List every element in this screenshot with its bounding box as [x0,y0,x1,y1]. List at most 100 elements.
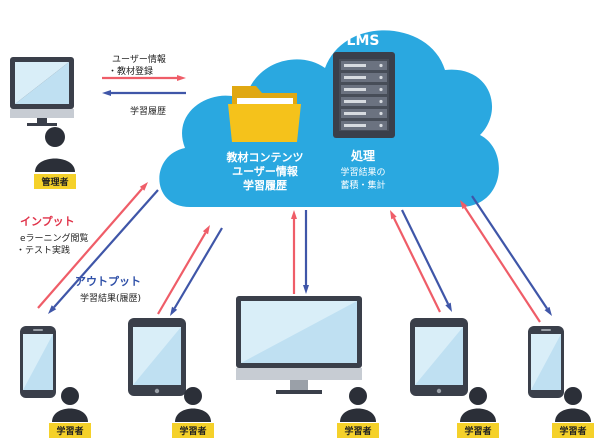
learner1-output-arrow [48,189,159,314]
folder-label-1: 教材コンテンツ [226,150,304,164]
learner4-tablet-icon-screen-shade [415,327,463,385]
server-slot-light [379,111,383,116]
learner5-phone-icon-speaker [541,329,551,331]
person-icon [184,387,202,405]
person-body [340,408,376,422]
learner3-monitor-chin [236,368,362,380]
learner1-input-arrow [37,182,148,309]
person-icon [61,387,79,405]
admin-input-arrow [102,75,186,81]
learner2-input-arrow [157,225,210,315]
learner1-phone-icon [20,326,56,398]
learner-badge-bg [337,423,379,438]
server-slot-light [379,99,383,104]
learner-badge: 学習者 [56,425,83,437]
learner-badge: 学習者 [559,425,586,437]
learner2-input-arrow-shaft [157,232,207,315]
folder-label-2: ユーザー情報 [232,164,299,178]
learner-devices [20,296,564,398]
admin-output-arrow-head [102,90,111,96]
learner-2: 学習者 [172,387,214,438]
server-slot-light [379,87,383,92]
learner4-tablet-icon [410,318,468,396]
admin-badge: 管理者 [41,176,68,188]
learner-badge-bg [457,423,499,438]
learner3-input-arrow [291,210,297,294]
admin-input-arrow-head [177,75,186,81]
server-icon [333,52,395,138]
admin-person-icon [35,127,75,172]
process-title: 処理 [350,148,375,163]
input-line-2: ・テスト実践 [16,244,70,256]
folder-label-3: 学習履歴 [243,178,287,192]
person-icon [349,387,367,405]
learner2-output-arrow [170,227,223,316]
learner5-input-arrow-shaft [464,206,541,323]
learner4-input-arrow-head [390,210,397,220]
process-line-1: 学習結果の [340,166,385,178]
server-slot-line [344,76,366,79]
learner4-output-arrow [401,209,452,312]
learner2-output-arrow-head [170,306,178,316]
learner5-input-arrow-head [460,200,468,210]
learner2-tablet-icon [128,318,186,396]
learner3-output-arrow-head [303,285,309,294]
learner-badge-bg [172,423,214,438]
learner1-output-arrow-shaft [53,189,159,308]
learner4-input-arrow [390,210,441,313]
learner5-input-arrow [460,200,541,323]
learner5-output-arrow-shaft [471,195,548,310]
learner-3: 学習者 [337,387,379,438]
person-icon [564,387,582,405]
learner5-output-arrow-head [544,306,552,316]
output-title: アウトプット [75,274,141,288]
input-title: インプット [20,214,75,228]
learner5-phone-icon [528,326,564,398]
learner1-input-arrow-shaft [37,188,143,309]
person-body [555,408,591,422]
folder-icon [228,86,301,142]
learner1-output-arrow-head [48,305,57,314]
learner-badge: 学習者 [344,425,371,437]
learner3-monitor-icon [236,296,362,394]
learner-1: 学習者 [49,387,91,438]
server-slot-light [379,123,383,128]
learner3-monitor-neck [290,380,308,392]
learner5-output-arrow [471,195,552,316]
learner3-monitor-base [276,390,322,394]
learner2-output-arrow-shaft [173,227,223,309]
learner3-output-arrow [303,210,309,294]
server-slot-light [379,75,383,80]
arrows [37,75,552,323]
person-body [460,408,496,422]
server-slot-line [344,88,366,91]
learner3-input-arrow-head [291,210,297,219]
learner-4: 学習者 [457,387,499,438]
admin-to-lms-line-1: ユーザー情報 [112,53,166,65]
learner4-output-arrow-shaft [401,209,450,305]
learner5-phone-icon-screen-shade [531,334,561,390]
learner-badge: 学習者 [179,425,206,437]
input-line-1: eラーニング閲覧 [20,232,89,244]
person-body [175,408,211,422]
admin-to-lms-line-2: ・教材登録 [108,65,153,77]
admin-badge-bg [34,174,76,189]
admin-from-lms: 学習履歴 [130,105,166,117]
learner2-input-arrow-head [202,225,210,235]
lms-title: LMS [347,33,380,49]
person-icon [469,387,487,405]
learner1-phone-icon-screen-shade [23,334,53,390]
learner2-tablet-icon-screen-shade [133,327,181,385]
learner1-phone-icon-speaker [33,329,43,331]
learner4-input-arrow-shaft [392,217,441,313]
learner3-monitor-shade [241,301,357,363]
server-slot-line [344,64,366,67]
learner-badge: 学習者 [464,425,491,437]
learner-badge-bg [49,423,91,438]
lms-cloud [159,30,499,208]
learner4-tablet-icon-home-button [436,388,442,394]
server-slot-line [344,124,366,127]
person-body [52,408,88,422]
admin-output-arrow [102,90,186,96]
